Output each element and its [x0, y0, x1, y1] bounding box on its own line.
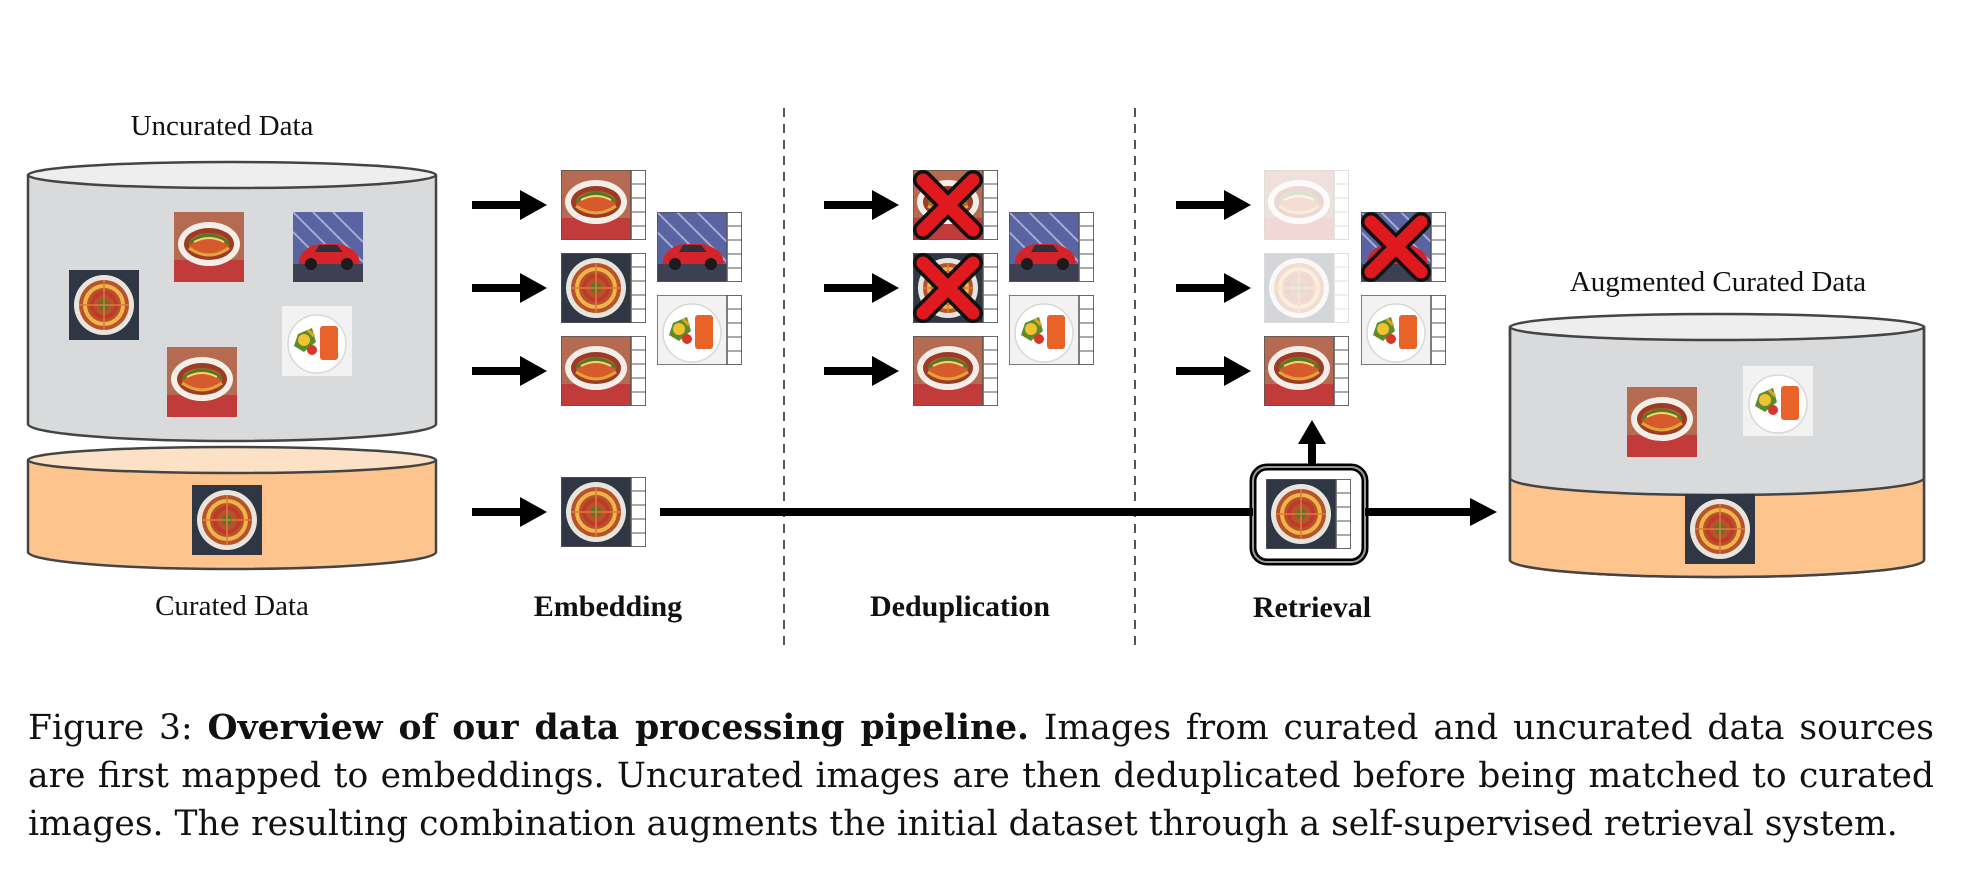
augmented-data-label: Augmented Curated Data: [1570, 266, 1866, 298]
embedding-card: [1266, 479, 1351, 549]
arrow-icon: [824, 356, 899, 386]
embedding-card: [1264, 170, 1349, 240]
stage-label-retrieval: Retrieval: [1253, 591, 1371, 624]
uncurated-database: [26, 160, 438, 443]
curated-database: [26, 445, 438, 571]
deduplication-stage: [824, 170, 1094, 406]
arrow-icon: [472, 190, 547, 220]
caption-title: Overview of our data processing pipeline…: [207, 708, 1030, 748]
embedding-card: [1264, 253, 1349, 323]
food-plate-photo-icon: [282, 306, 352, 376]
caption-prefix: Figure 3:: [28, 708, 193, 748]
stage-label-deduplication: Deduplication: [870, 590, 1050, 623]
round-tian-photo-icon: [69, 270, 139, 340]
embedding-card: [1361, 295, 1446, 365]
stage-label-embedding: Embedding: [534, 590, 682, 623]
round-tian-photo-icon: [1685, 494, 1755, 564]
up-arrow-icon: [1298, 420, 1326, 466]
embedding-card: [561, 336, 646, 406]
embedding-card: [657, 295, 742, 365]
arrow-icon: [472, 356, 547, 386]
embedding-card: [657, 212, 742, 282]
ratatouille-photo-icon: [1627, 387, 1697, 457]
arrow-icon: [824, 190, 899, 220]
food-plate-photo-icon: [1743, 366, 1813, 436]
curated-data-label: Curated Data: [155, 590, 309, 622]
arrow-icon: [472, 497, 547, 527]
embedding-card: [1009, 295, 1094, 365]
ratatouille-photo-icon: [174, 212, 244, 282]
embedding-card: [1009, 212, 1094, 282]
caption-body: Images from curated and uncurated data s…: [28, 708, 1934, 844]
arrow-icon: [472, 273, 547, 303]
round-tian-photo-icon: [192, 485, 262, 555]
arrow-icon: [1176, 190, 1251, 220]
ratatouille-photo-icon: [167, 347, 237, 417]
pipeline-diagram: Uncurated Data Curated Data Embedding De…: [26, 108, 1926, 648]
arrow-icon: [1176, 356, 1251, 386]
augmented-database: [1508, 312, 1926, 579]
uncurated-data-label: Uncurated Data: [131, 110, 314, 142]
embedding-card: [913, 336, 998, 406]
arrow-icon: [1365, 498, 1497, 526]
arrow-icon: [824, 273, 899, 303]
embedding-card: [561, 170, 646, 240]
red-car-photo-icon: [293, 212, 363, 282]
embedding-card: [561, 253, 646, 323]
figure-caption: Figure 3: Overview of our data processin…: [28, 704, 1934, 848]
embedding-card: [1264, 336, 1349, 406]
embedding-card: [561, 477, 646, 547]
arrow-icon: [1176, 273, 1251, 303]
embedding-stage: [472, 170, 742, 547]
retrieval-stage: [1176, 170, 1446, 566]
